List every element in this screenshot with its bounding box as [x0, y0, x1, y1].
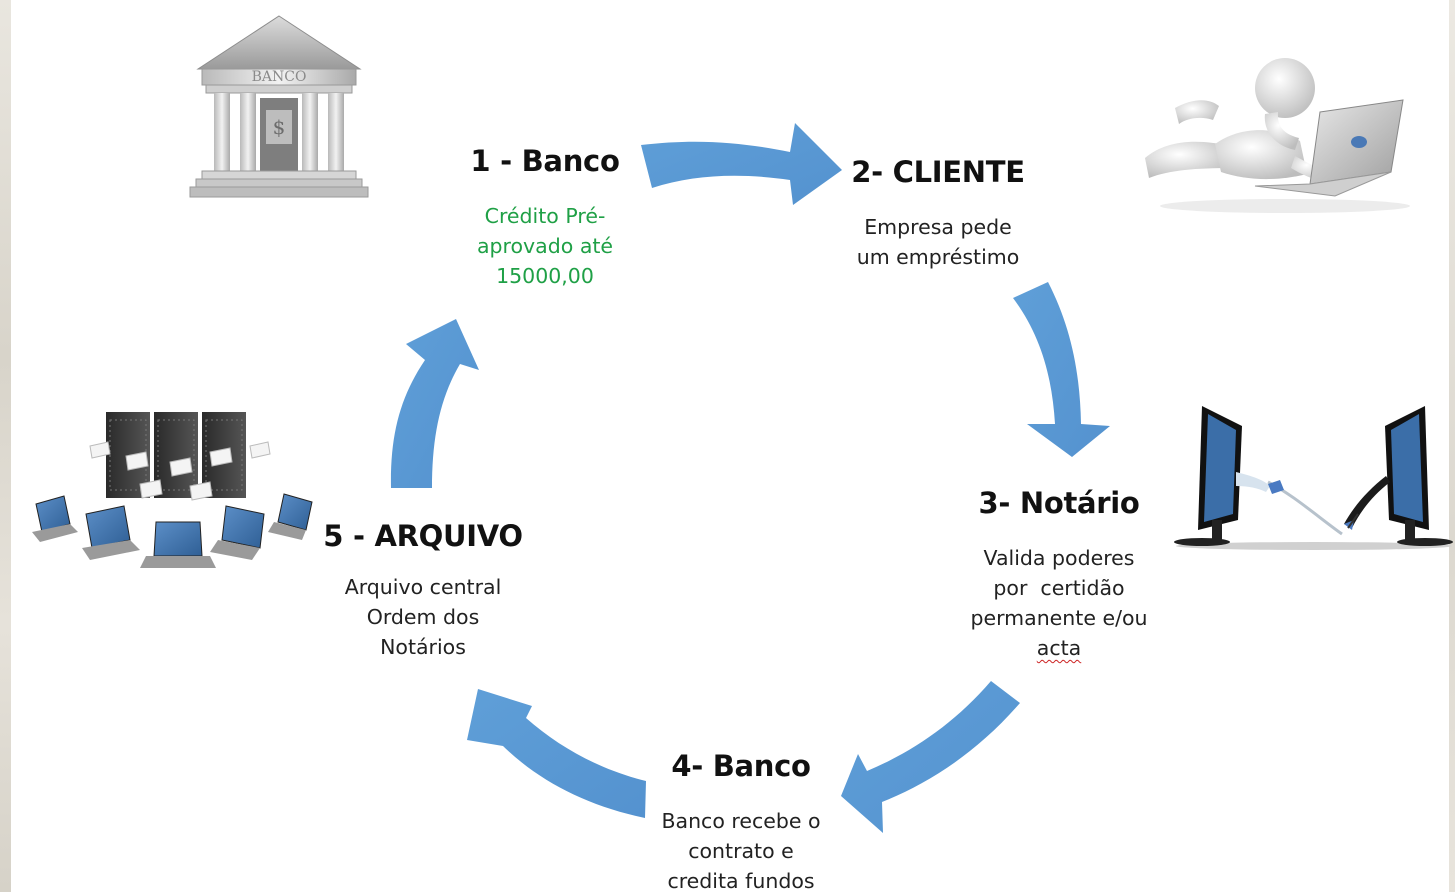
monitors-handshake-icon	[1172, 402, 1455, 554]
step-5-title: 5 - ARQUIVO	[323, 519, 523, 553]
step-2-description: Empresa pede um empréstimo	[818, 212, 1058, 272]
step-1-title: 1 - Banco	[470, 144, 620, 178]
left-edge-texture	[0, 0, 11, 892]
bank-dollar-symbol: $	[273, 115, 286, 139]
step-3-description: Valida poderes por certidão permanente e…	[939, 543, 1179, 663]
step-4-title: 4- Banco	[671, 749, 811, 783]
step-5-description: Arquivo central Ordem dos Notários	[303, 572, 543, 662]
arrow-banco-to-arquivo	[467, 689, 646, 818]
step-3-description-line: permanente e/ou	[970, 606, 1148, 630]
step-3-title: 3- Notário	[978, 486, 1140, 520]
arrow-banco-to-cliente	[641, 123, 842, 205]
server-network-icon	[30, 406, 326, 582]
step-1-description-line: aprovado até	[476, 234, 614, 258]
arrow-notario-to-banco	[841, 681, 1020, 833]
person-with-laptop-icon	[1135, 46, 1415, 214]
step-5-description-line: Ordem dos	[366, 605, 480, 629]
step-2-title: 2- CLIENTE	[851, 155, 1025, 189]
step-3-description-line: Valida poderes	[983, 546, 1135, 570]
step-3-description-line: acta	[939, 633, 1179, 663]
step-3-description-line: por certidão	[993, 576, 1125, 600]
step-5-description-line: Notários	[380, 635, 466, 659]
right-edge-texture	[1449, 0, 1455, 892]
step-4-description: Banco recebe o contrato e credita fundos	[611, 806, 871, 892]
step-5-description-line: Arquivo central	[344, 575, 502, 599]
step-1-description-line: 15000,00	[496, 264, 594, 288]
arrow-cliente-to-notario	[1013, 282, 1110, 457]
bank-sign-text: BANCO	[252, 69, 307, 85]
step-1-description: Crédito Pré- aprovado até 15000,00	[440, 201, 650, 291]
step-2-description-line: um empréstimo	[856, 245, 1020, 269]
step-4-description-line: credita fundos	[667, 869, 815, 892]
bank-building-icon: BANCO $	[188, 14, 370, 204]
arrow-arquivo-to-banco	[390, 319, 479, 488]
step-4-description-line: contrato e	[688, 839, 794, 863]
step-1-description-line: Crédito Pré-	[484, 204, 606, 228]
step-2-description-line: Empresa pede	[864, 215, 1012, 239]
step-4-description-line: Banco recebe o	[661, 809, 821, 833]
step-3-description-word: acta	[1036, 636, 1082, 660]
